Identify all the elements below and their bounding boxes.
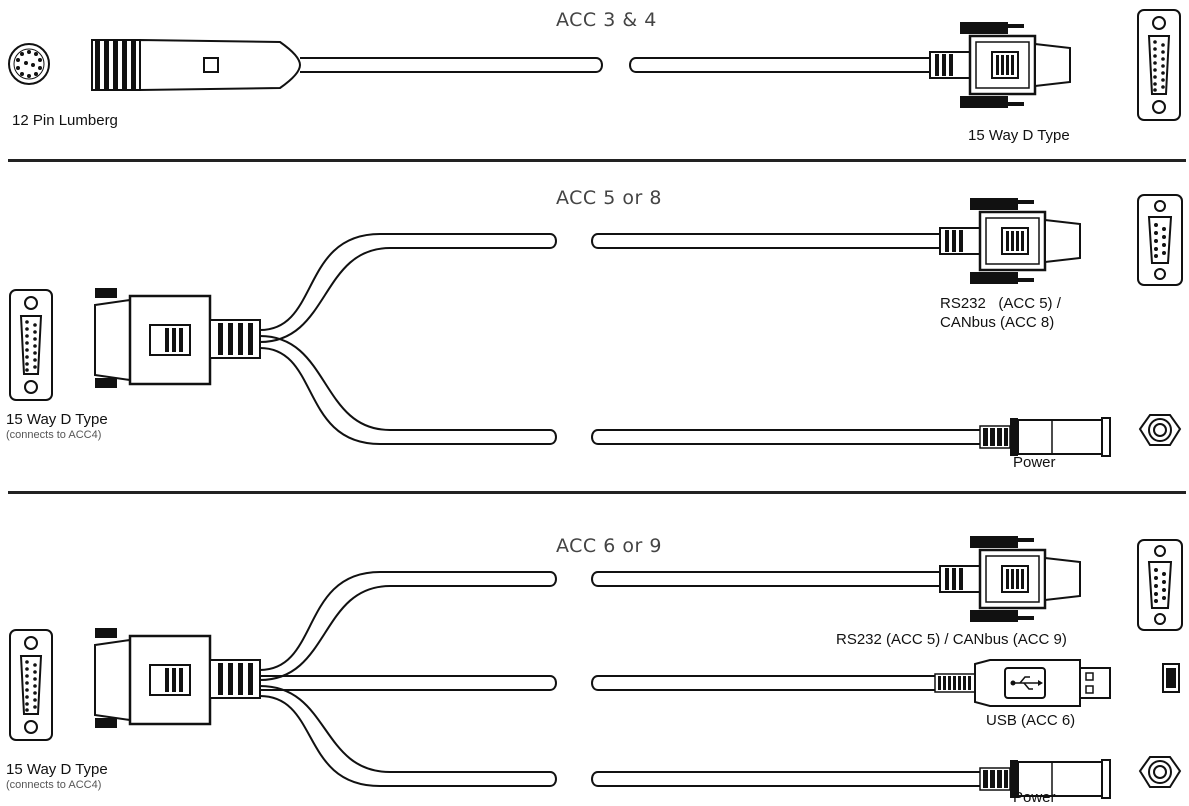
section-divider: [8, 159, 1186, 162]
power-label: Power: [1013, 454, 1056, 471]
left-dsub-sublabel: (connects to ACC4): [6, 429, 102, 441]
section-title: ACC 5 or 8: [556, 187, 662, 209]
left-dsub-label: 15 Way D Type: [6, 411, 108, 428]
acc58-power-face-icon: [1139, 414, 1181, 446]
power-label: Power: [1013, 789, 1056, 806]
lumberg-face-icon: [8, 43, 50, 85]
acc69-usb-plug-icon: [934, 659, 1111, 707]
rs232-label-line2: CANbus (ACC 8): [940, 314, 1055, 331]
acc69-usb-face-icon: [1162, 663, 1180, 693]
lumberg-connector-icon: [91, 38, 302, 92]
section-title: ACC 6 or 9: [556, 535, 662, 557]
left-dsub-label: 15 Way D Type: [6, 761, 108, 778]
acc58-dsub9-face-icon: [1137, 194, 1183, 286]
acc69-left-dsub-plug-icon: [94, 628, 261, 728]
rs232-label-line1: RS232 (ACC 5) /: [940, 295, 1061, 312]
acc34-cable: [300, 57, 930, 73]
section-acc-3-4: [8, 9, 1181, 121]
acc69-rs232-plug-icon: [938, 534, 1082, 624]
usb-label: USB (ACC 6): [986, 712, 1076, 729]
rs232-canbus-label: RS232 (ACC 5) / CANbus (ACC 9): [836, 631, 1067, 648]
acc58-cables: [259, 233, 980, 445]
acc58-power-plug-icon: [979, 417, 1111, 457]
acc34-dsub-face-icon: [1137, 9, 1181, 121]
section-divider: [8, 491, 1186, 494]
acc69-cables: [259, 571, 980, 787]
acc69-left-dsub-face-icon: [9, 629, 53, 741]
acc58-left-dsub-plug-icon: [94, 288, 261, 388]
section-acc-6-9: [9, 534, 1183, 799]
acc58-rs232-plug-icon: [938, 196, 1082, 286]
acc58-left-dsub-face-icon: [9, 289, 53, 401]
acc69-dsub9-face-icon: [1137, 539, 1183, 631]
dsub-label: 15 Way D Type: [968, 127, 1070, 144]
acc34-dsub-plug-icon: [928, 20, 1072, 110]
acc69-power-face-icon: [1139, 756, 1181, 788]
section-title: ACC 3 & 4: [556, 9, 657, 31]
left-dsub-sublabel: (connects to ACC4): [6, 779, 102, 791]
lumberg-label: 12 Pin Lumberg: [12, 112, 118, 129]
section-acc-5-8: [9, 194, 1183, 457]
